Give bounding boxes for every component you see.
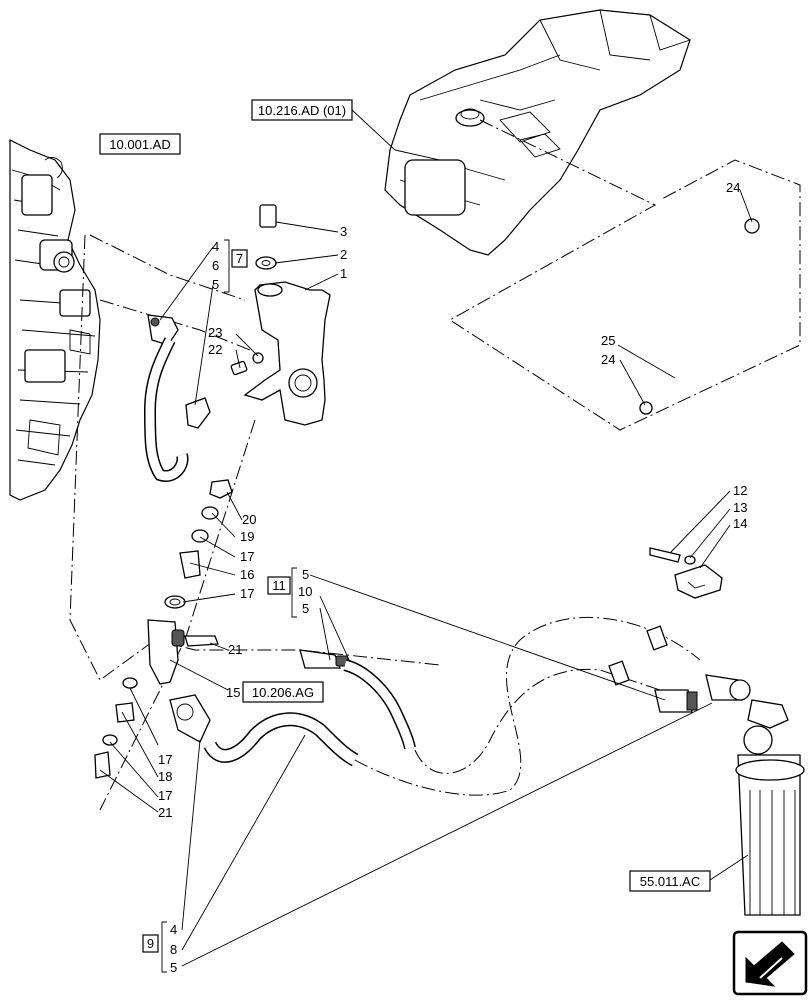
callout-9-8: 8 (170, 942, 177, 957)
group-7-box[interactable]: 7 (231, 249, 248, 268)
hose-25 (639, 218, 760, 415)
callout-21-a: 21 (228, 642, 242, 657)
callout-11-5b: 5 (302, 601, 309, 616)
ref-engine-label: 10.001.AD (109, 137, 170, 152)
ref-filter-head-label: 10.206.AG (252, 685, 314, 700)
engine-illustration (9, 139, 101, 501)
callout-25: 25 (601, 333, 615, 348)
callout-7-5: 5 (212, 277, 219, 292)
callout-11-10: 10 (298, 584, 312, 599)
arrow-nav-icon[interactable] (732, 930, 808, 996)
fittings-stack (164, 479, 233, 609)
group-11-box[interactable]: 11 (267, 576, 291, 595)
tank-illustration (384, 9, 691, 256)
callout-3: 3 (340, 224, 347, 239)
ref-engine[interactable]: 10.001.AD (99, 133, 181, 155)
tank-outline-dashes (449, 119, 801, 431)
callout-17-d: 17 (158, 788, 172, 803)
bracket-assembly (230, 204, 331, 426)
filter-unit (735, 699, 805, 916)
callout-23: 23 (208, 325, 222, 340)
callout-labels: 3 2 1 4 6 5 23 22 24 25 24 12 13 14 20 1… (158, 180, 747, 975)
callout-22: 22 (208, 342, 222, 357)
elbow-hose-7 (143, 314, 211, 482)
group-brackets (161, 239, 297, 973)
callout-20: 20 (242, 512, 256, 527)
callout-17-a: 17 (240, 549, 254, 564)
callout-17-c: 17 (158, 752, 172, 767)
callout-24-bottom: 24 (601, 352, 615, 367)
callout-11-5a: 5 (302, 567, 309, 582)
callout-24-top: 24 (726, 180, 740, 195)
ref-tank-label: 10.216.AD (01) (258, 103, 346, 118)
ref-filter-head[interactable]: 10.206.AG (242, 681, 324, 703)
ref-tank[interactable]: 10.216.AD (01) (251, 99, 353, 121)
callout-18: 18 (158, 769, 172, 784)
callout-7-6: 6 (212, 258, 219, 273)
callout-21-b: 21 (158, 805, 172, 820)
hose-10 (343, 659, 416, 750)
lower-fittings (94, 677, 138, 779)
callout-17-b: 17 (240, 586, 254, 601)
group-7-label: 7 (236, 251, 243, 266)
ref-filter-unit[interactable]: 55.011.AC (629, 870, 711, 892)
filter-head-15 (147, 619, 349, 685)
callout-13: 13 (733, 500, 747, 515)
callout-15: 15 (226, 685, 240, 700)
callout-7-4: 4 (212, 239, 219, 254)
right-connectors (608, 625, 751, 713)
callout-16: 16 (240, 567, 254, 582)
callout-1: 1 (340, 266, 347, 281)
callout-14: 14 (733, 516, 747, 531)
callout-12: 12 (733, 483, 747, 498)
callout-2: 2 (340, 247, 347, 262)
clip-12-13-14 (649, 547, 723, 599)
callout-9-4: 4 (170, 922, 177, 937)
callout-9-5: 5 (170, 960, 177, 975)
callout-19: 19 (240, 529, 254, 544)
hose-assembly-9 (169, 694, 359, 767)
group-11-label: 11 (272, 578, 286, 593)
ref-filter-unit-label: 55.011.AC (640, 874, 700, 889)
group-9-box[interactable]: 9 (142, 934, 159, 953)
group-9-label: 9 (147, 936, 154, 951)
